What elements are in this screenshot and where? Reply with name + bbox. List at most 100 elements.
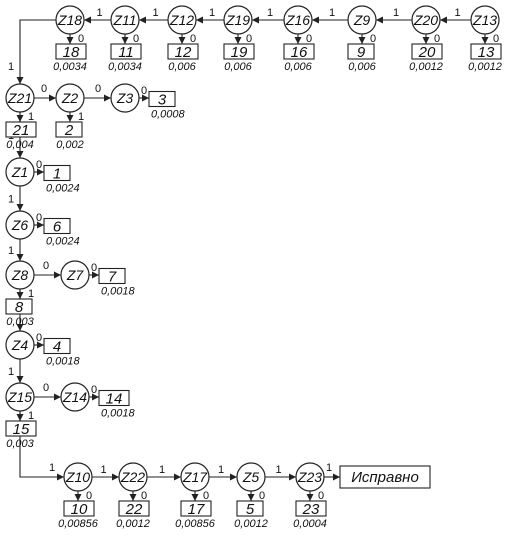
node-circle: [180, 462, 210, 492]
fault-box-number: 20: [418, 44, 436, 61]
node-circle: [5, 210, 35, 240]
fault-box-4: 4: [43, 337, 71, 356]
node-circle: [411, 5, 441, 35]
fault-box-rect: [411, 43, 443, 60]
fault-box-rect: [118, 500, 150, 517]
fault-probability: 0,0012: [234, 518, 268, 530]
fault-box-number: 19: [231, 44, 248, 61]
node-label: Z18: [57, 12, 82, 28]
fault-box-number: 18: [63, 44, 80, 61]
node-z5: Z5: [236, 462, 266, 492]
fault-box-rect: [55, 43, 87, 60]
edge-label-z1-z6: 1: [8, 194, 14, 206]
edge-label-z13-box: 0: [493, 33, 499, 45]
edge-label-z2-z3: 0: [95, 83, 101, 95]
fault-box-rect: [223, 43, 255, 60]
edge-label-z16-box: 0: [306, 33, 312, 45]
edge-label-z22-z17: 1: [159, 464, 165, 476]
edge-label-z8-z7: 0: [43, 260, 49, 272]
fault-box-rect: [283, 43, 315, 60]
node-circle: [223, 5, 253, 35]
node-circle: [110, 83, 140, 113]
node-z23: Z23: [295, 462, 325, 492]
final-state-box: [339, 465, 431, 489]
final-state: Исправно: [339, 465, 431, 489]
fault-probability: 0,0024: [46, 183, 80, 195]
fault-box-11: 11: [110, 43, 142, 61]
edge-label-z10-z22: 1: [100, 464, 106, 476]
edge-label-z14-box: 0: [91, 384, 97, 396]
node-z19: Z19: [223, 5, 253, 35]
edge-label-z17-z5: 1: [218, 464, 224, 476]
fault-box-rect: [236, 500, 264, 517]
node-z12: Z12: [167, 5, 197, 35]
fault-probability: 0,0012: [116, 518, 150, 530]
node-z18: Z18: [55, 5, 85, 35]
fault-box-number: 23: [302, 501, 320, 518]
node-label: Z12: [169, 12, 194, 28]
fault-box-rect: [98, 267, 126, 285]
edge-label-z19-box: 0: [246, 33, 252, 45]
fault-probability: 0,0004: [293, 518, 327, 530]
fault-box-number: 16: [291, 44, 308, 61]
node-z13: Z13: [470, 5, 500, 35]
edge-label-z4-box: 0: [36, 332, 42, 344]
node-label: Z6: [11, 217, 29, 233]
edge-label-z20-z9: 1: [393, 7, 399, 19]
fault-probability: 0,004: [6, 139, 34, 151]
fault-box-rect: [5, 121, 37, 138]
edge-label-z17-box: 0: [203, 490, 209, 502]
edge-label-z21-z2: 0: [41, 83, 47, 95]
fault-box-number: 13: [478, 44, 495, 61]
fault-box-number: 6: [53, 219, 62, 236]
node-label: Z10: [65, 469, 90, 485]
edge-label-z3-box: 0: [141, 85, 147, 97]
node-z4: Z4: [5, 330, 35, 360]
fault-probability: 0,006: [348, 61, 376, 73]
edge-label-z15-z10: 1: [49, 462, 55, 474]
edge-label-z5-z23: 1: [275, 464, 281, 476]
fault-box-number: 10: [71, 501, 88, 518]
fault-box-18: 18: [55, 43, 87, 61]
edges-layer: 1111111100111110011111100000000110001001…: [8, 7, 499, 502]
fault-box-23: 23: [295, 500, 327, 518]
node-label: Z16: [285, 12, 310, 28]
edge-z18-z21: [16, 19, 56, 84]
fault-box-15: 15: [5, 420, 37, 438]
fault-probability: 0,003: [6, 438, 34, 450]
edge-label-z15-box: 1: [28, 410, 34, 422]
fault-box-13: 13: [470, 43, 502, 61]
fault-box-rect: [110, 43, 142, 60]
fault-box-21: 21: [5, 121, 37, 139]
fault-box-number: 7: [108, 269, 117, 286]
node-circle: [60, 382, 90, 412]
fault-box-number: 21: [12, 122, 30, 139]
node-circle: [5, 157, 35, 187]
fault-probability: 0,006: [168, 61, 196, 73]
fault-box-20: 20: [411, 43, 443, 61]
fault-box-rect: [43, 217, 71, 235]
node-circle: [5, 382, 35, 412]
fault-probability: 0,0012: [409, 61, 443, 73]
fault-box-rect: [5, 420, 37, 437]
fault-box-rect: [98, 389, 130, 407]
node-circle: [295, 462, 325, 492]
node-z16: Z16: [283, 5, 313, 35]
fault-box-rect: [180, 500, 212, 517]
fault-box-8: 8: [5, 298, 33, 316]
edge-label-z4-z15: 1: [8, 366, 14, 378]
node-label: Z20: [413, 12, 438, 28]
node-z20: Z20: [411, 5, 441, 35]
fault-box-number: 8: [15, 299, 24, 316]
node-z8: Z8: [5, 260, 35, 290]
edge-label-z10-box: 0: [86, 490, 92, 502]
node-z10: Z10: [63, 462, 93, 492]
fault-box-6: 6: [43, 217, 71, 236]
fault-box-rect: [295, 500, 327, 517]
fault-box-rect: [55, 121, 83, 138]
node-label: Z9: [353, 12, 371, 28]
edge-label-z22-box: 0: [141, 490, 147, 502]
fault-probability: 0,0018: [46, 356, 81, 368]
node-circle: [347, 5, 377, 35]
node-circle: [55, 5, 85, 35]
